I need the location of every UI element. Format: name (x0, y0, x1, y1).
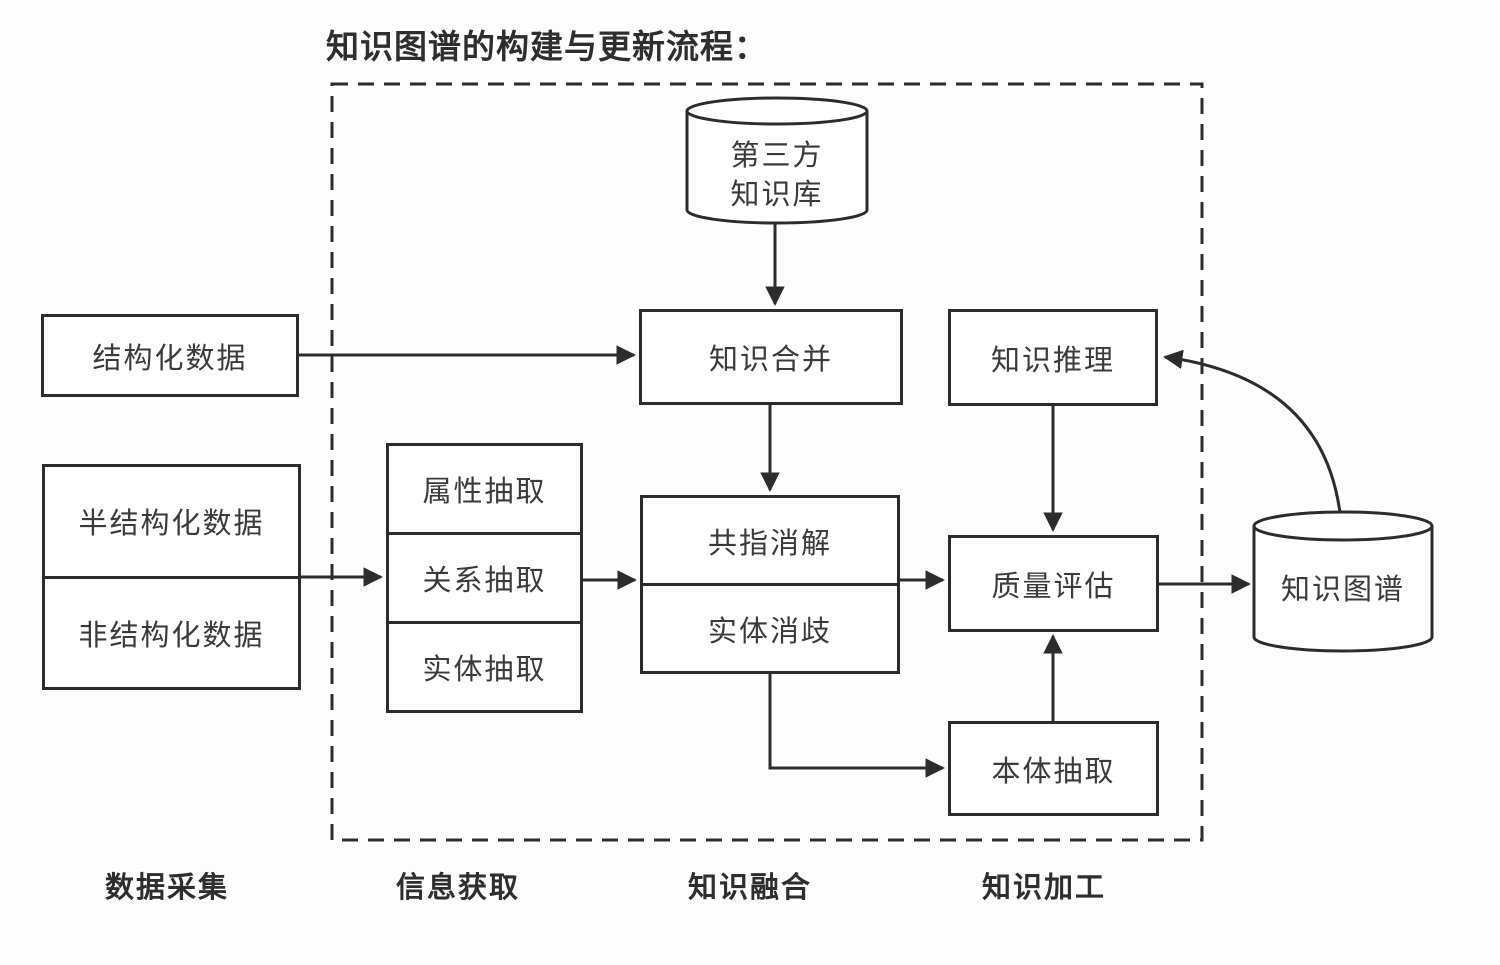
node-knowledge-graph-label: 知识图谱 (1280, 574, 1405, 607)
node-entity-disambiguation: 实体消歧 (643, 583, 897, 671)
node-extraction-stack: 属性抽取 关系抽取 实体抽取 (386, 443, 583, 713)
stage-label-information-acquisition: 信息获取 (395, 872, 520, 904)
node-semi-structured-data-label: 半结构化数据 (78, 508, 265, 541)
stage-label-knowledge-fusion: 知识融合 (687, 872, 812, 904)
node-coreference-resolution: 共指消解 (643, 498, 897, 583)
third-party-kb-cylinder (685, 96, 869, 225)
arrow-fusion-to-ontology (768, 673, 945, 778)
node-third-party-kb-label: 第三方 知识库 (730, 139, 824, 211)
node-ontology-extraction-label: 本体抽取 (991, 755, 1116, 788)
node-knowledge-merge-label: 知识合并 (708, 344, 833, 376)
knowledge-graph-cylinder (1252, 510, 1434, 653)
node-entity-extraction-label: 实体抽取 (422, 654, 547, 686)
flow-arrows (298, 222, 1342, 778)
node-coreference-resolution-label: 共指消解 (707, 527, 832, 560)
node-relation-extraction-label: 关系抽取 (422, 565, 547, 597)
node-unstructured-data-label: 非结构化数据 (78, 619, 265, 652)
node-attribute-extraction-label: 属性抽取 (422, 476, 547, 508)
process-boundary-dashed-box (330, 82, 1204, 842)
node-ontology-extraction: 本体抽取 (948, 721, 1159, 816)
node-attribute-extraction: 属性抽取 (389, 446, 580, 532)
node-knowledge-reasoning: 知识推理 (948, 309, 1158, 406)
node-quality-evaluation: 质量评估 (948, 535, 1159, 632)
node-structured-data-label: 结构化数据 (92, 342, 248, 375)
node-relation-extraction: 关系抽取 (389, 532, 580, 621)
node-knowledge-merge: 知识合并 (639, 309, 903, 405)
node-quality-evaluation-label: 质量评估 (991, 570, 1116, 603)
node-semi-unstructured-stack: 半结构化数据 非结构化数据 (42, 464, 301, 690)
node-structured-data: 结构化数据 (41, 314, 299, 397)
node-knowledge-reasoning-label: 知识推理 (990, 344, 1115, 377)
node-semi-structured-data: 半结构化数据 (45, 467, 298, 576)
node-entity-extraction: 实体抽取 (389, 621, 580, 710)
arrow-kg-to-reasoning-curve (1163, 349, 1342, 514)
page-title: 知识图谱的构建与更新流程： (326, 28, 768, 65)
stage-label-data-collection: 数据采集 (104, 872, 229, 904)
node-entity-disambiguation-label: 实体消歧 (707, 615, 832, 648)
node-fusion-stack: 共指消解 实体消歧 (640, 495, 900, 674)
stage-label-knowledge-processing: 知识加工 (981, 872, 1106, 904)
node-unstructured-data: 非结构化数据 (45, 575, 298, 688)
